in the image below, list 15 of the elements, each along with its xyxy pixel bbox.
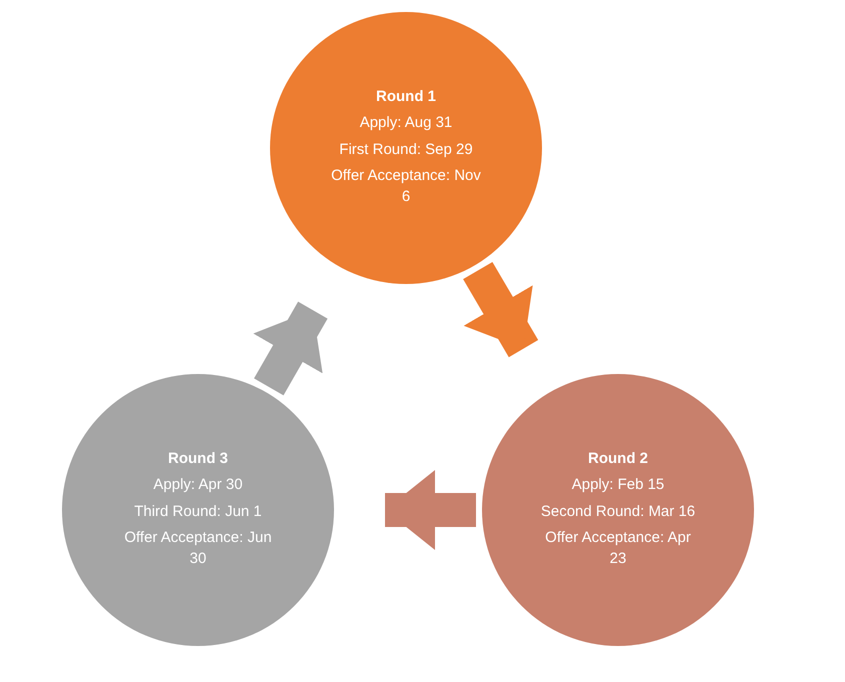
round-detail: Third Round: Jun 1 bbox=[134, 502, 262, 522]
round-detail: Apply: Feb 15 bbox=[572, 475, 664, 496]
round-heading: Round 1 bbox=[376, 88, 436, 108]
block-arrow bbox=[385, 470, 476, 550]
block-arrow bbox=[463, 262, 538, 358]
round-detail: Second Round: Mar 16 bbox=[540, 502, 696, 522]
block-arrow bbox=[253, 302, 328, 396]
round-detail: Apply: Aug 31 bbox=[360, 113, 452, 134]
round-detail: Offer Acceptance: Apr 23 bbox=[544, 528, 692, 569]
round-heading: Round 3 bbox=[168, 450, 228, 470]
round-detail: Apply: Apr 30 bbox=[153, 475, 243, 496]
round-detail: First Round: Sep 29 bbox=[339, 140, 473, 160]
round-heading: Round 2 bbox=[588, 450, 648, 470]
round-detail: Offer Acceptance: Jun 30 bbox=[123, 528, 273, 569]
round-detail: Offer Acceptance: Nov 6 bbox=[331, 166, 481, 207]
